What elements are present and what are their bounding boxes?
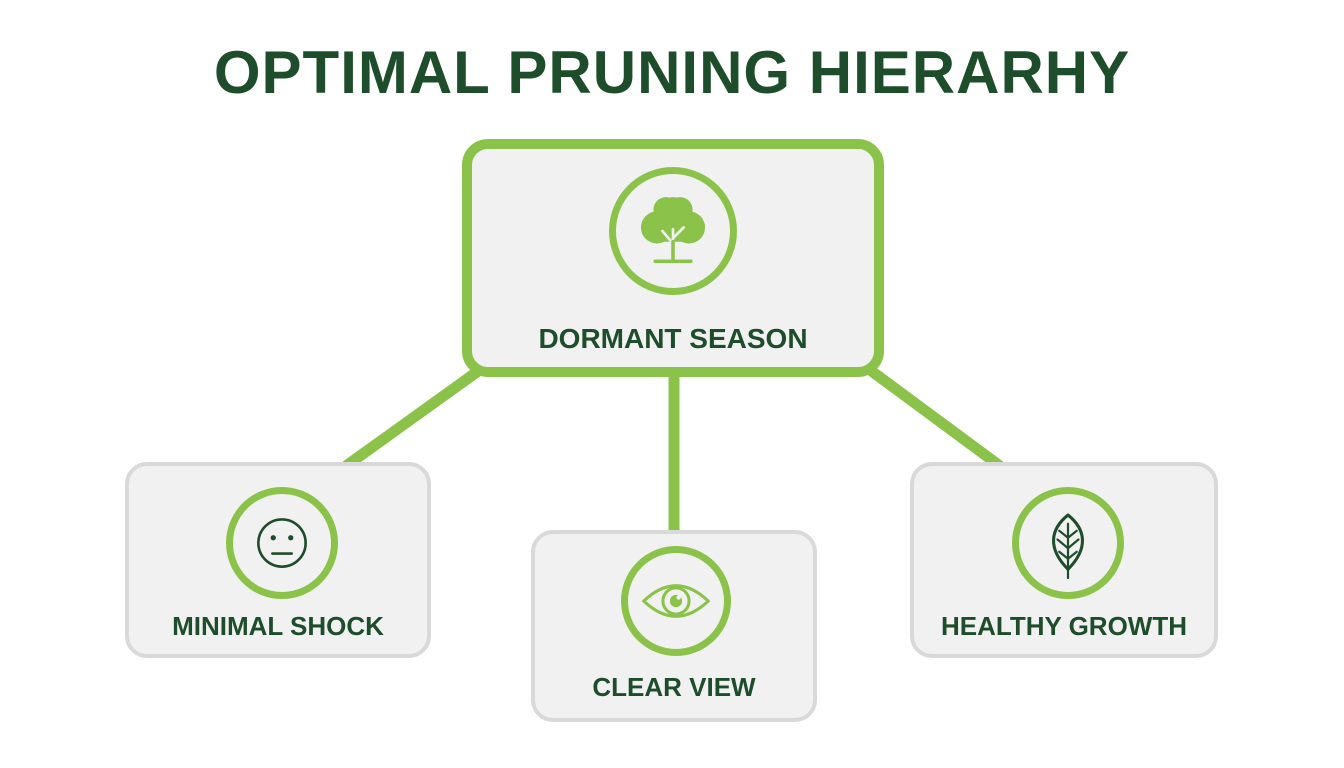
root-node: DORMANT SEASON bbox=[462, 139, 884, 377]
child-node-healthy-growth: HEALTHY GROWTH bbox=[910, 462, 1218, 658]
child-node-label-minimal-shock: MINIMAL SHOCK bbox=[172, 611, 384, 641]
leaf-icon bbox=[1052, 513, 1084, 580]
neutral-face-icon bbox=[257, 518, 307, 568]
connector-root-to-minimal-shock bbox=[342, 359, 492, 471]
child-node-minimal-shock: MINIMAL SHOCK bbox=[125, 462, 431, 658]
connector-root-to-healthy-growth bbox=[858, 359, 1004, 471]
child-node-label-healthy-growth: HEALTHY GROWTH bbox=[940, 611, 1188, 641]
child-icon-circle-healthy-growth bbox=[1012, 487, 1124, 599]
root-icon-circle bbox=[609, 167, 737, 295]
eye-icon bbox=[642, 584, 710, 618]
child-icon-circle-minimal-shock bbox=[226, 487, 338, 599]
tree-icon bbox=[640, 197, 706, 264]
child-node-label-clear-view: CLEAR VIEW bbox=[592, 672, 756, 702]
child-icon-circle-clear-view bbox=[621, 546, 731, 656]
diagram-title: OPTIMAL PRUNING HIERARHY bbox=[213, 39, 1131, 106]
root-node-label: DORMANT SEASON bbox=[538, 323, 808, 354]
child-node-clear-view: CLEAR VIEW bbox=[531, 530, 817, 722]
